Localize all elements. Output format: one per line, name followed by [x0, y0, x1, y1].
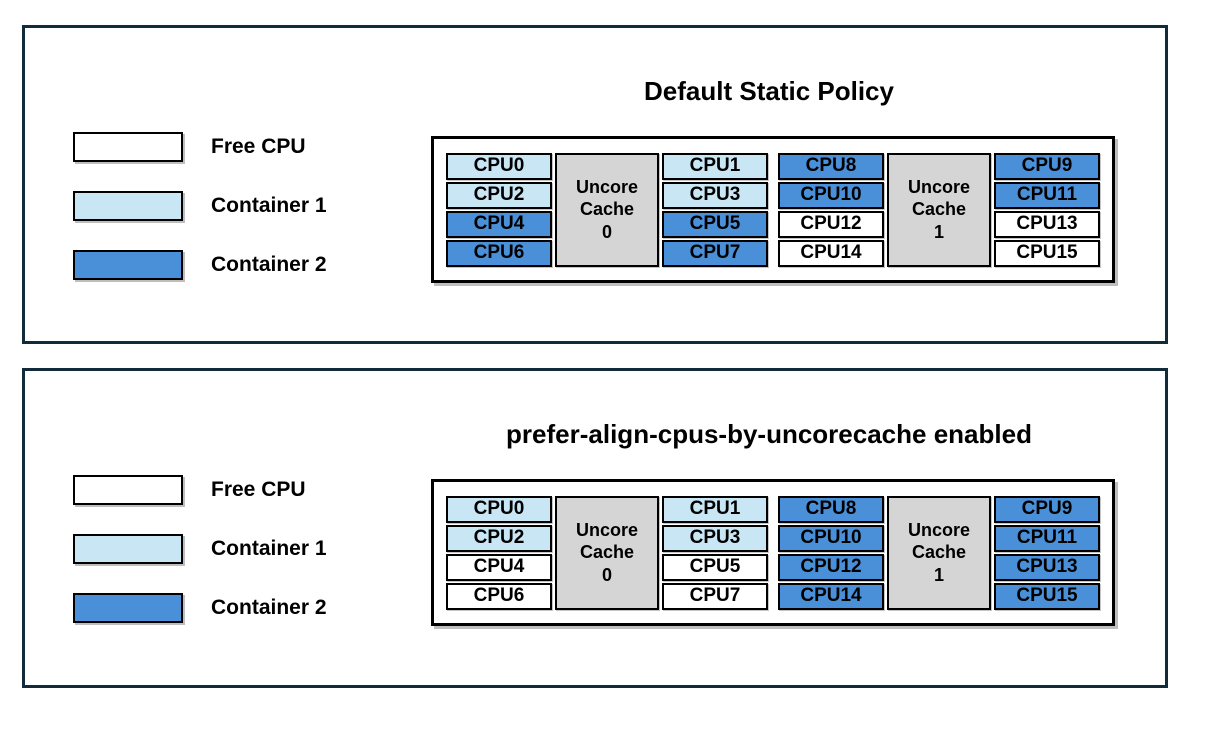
cpu-cell: CPU11 [994, 524, 1100, 552]
cpu-cell: CPU10 [778, 181, 884, 209]
cpu-cell: CPU0 [446, 495, 552, 523]
legend-label: Container 1 [211, 537, 327, 560]
cpu-cell: CPU14 [778, 239, 884, 267]
legend-item-container-1: Container 1 [73, 191, 327, 221]
cpu-column-left: CPU8 CPU10 CPU12 CPU14 [778, 152, 884, 267]
legend-label: Free CPU [211, 135, 306, 158]
legend-swatch-container-1 [73, 534, 183, 564]
cpu-cell: CPU15 [994, 239, 1100, 267]
cache-line: 0 [601, 221, 612, 242]
cpu-cell: CPU12 [778, 553, 884, 581]
cpu-cell: CPU15 [994, 582, 1100, 610]
cache-line: Uncore [907, 176, 970, 197]
uncore-cache-box-0: Uncore Cache 0 [555, 495, 659, 610]
cpu-cell: CPU8 [778, 495, 884, 523]
legend-item-container-2: Container 2 [73, 250, 327, 280]
cpu-cell: CPU8 [778, 152, 884, 180]
cpu-diagram: CPU0 CPU2 CPU4 CPU6 Uncore Cache 0 CPU1 … [431, 479, 1115, 626]
cpu-cell: CPU4 [446, 553, 552, 581]
legend-swatch-container-2 [73, 250, 183, 280]
cpu-column-right: CPU9 CPU11 CPU13 CPU15 [994, 495, 1100, 610]
cpu-cell: CPU13 [994, 553, 1100, 581]
cpu-cell: CPU3 [662, 524, 768, 552]
legend-label: Free CPU [211, 478, 306, 501]
cache-line: Cache [911, 199, 967, 220]
cpu-cell: CPU7 [662, 239, 768, 267]
cpu-cell: CPU6 [446, 239, 552, 267]
panel-title: Default Static Policy [644, 76, 894, 106]
legend-swatch-free-cpu [73, 132, 183, 162]
cache-line: 0 [601, 564, 612, 585]
legend-label: Container 2 [211, 596, 327, 619]
cache-line: Cache [579, 199, 635, 220]
cpu-cell: CPU11 [994, 181, 1100, 209]
cache-line: 1 [933, 221, 944, 242]
cpu-cell: CPU12 [778, 210, 884, 238]
uncore-cache-group-1: CPU8 CPU10 CPU12 CPU14 Uncore Cache 1 CP… [778, 495, 1100, 610]
cpu-cell: CPU9 [994, 152, 1100, 180]
cpu-cell: CPU5 [662, 553, 768, 581]
cache-line: Uncore [907, 519, 970, 540]
uncore-cache-box-0: Uncore Cache 0 [555, 152, 659, 267]
cpu-cell: CPU1 [662, 495, 768, 523]
cpu-column-right: CPU1 CPU3 CPU5 CPU7 [662, 152, 768, 267]
cpu-column-right: CPU1 CPU3 CPU5 CPU7 [662, 495, 768, 610]
cpu-cell: CPU13 [994, 210, 1100, 238]
cpu-column-left: CPU8 CPU10 CPU12 CPU14 [778, 495, 884, 610]
legend: Free CPU Container 1 Container 2 [73, 475, 327, 652]
uncore-cache-group-0: CPU0 CPU2 CPU4 CPU6 Uncore Cache 0 CPU1 … [446, 495, 768, 610]
panel-prefer-align-cpus-by-uncorecache: prefer-align-cpus-by-uncorecache enabled… [22, 368, 1168, 688]
cpu-column-left: CPU0 CPU2 CPU4 CPU6 [446, 495, 552, 610]
cpu-cell: CPU7 [662, 582, 768, 610]
legend-label: Container 1 [211, 194, 327, 217]
cpu-column-left: CPU0 CPU2 CPU4 CPU6 [446, 152, 552, 267]
cpu-cell: CPU6 [446, 582, 552, 610]
legend-swatch-container-2 [73, 593, 183, 623]
legend-swatch-container-1 [73, 191, 183, 221]
uncore-cache-box-1: Uncore Cache 1 [887, 152, 991, 267]
legend-swatch-free-cpu [73, 475, 183, 505]
cpu-cell: CPU10 [778, 524, 884, 552]
legend-item-free-cpu: Free CPU [73, 132, 327, 162]
cpu-cell: CPU2 [446, 524, 552, 552]
panel-title: prefer-align-cpus-by-uncorecache enabled [506, 419, 1032, 449]
uncore-cache-group-1: CPU8 CPU10 CPU12 CPU14 Uncore Cache 1 CP… [778, 152, 1100, 267]
cpu-diagram: CPU0 CPU2 CPU4 CPU6 Uncore Cache 0 CPU1 … [431, 136, 1115, 283]
uncore-cache-group-0: CPU0 CPU2 CPU4 CPU6 Uncore Cache 0 CPU1 … [446, 152, 768, 267]
cache-line: Cache [579, 542, 635, 563]
cpu-cell: CPU1 [662, 152, 768, 180]
cpu-cell: CPU3 [662, 181, 768, 209]
legend-label: Container 2 [211, 253, 327, 276]
cache-line: Cache [911, 542, 967, 563]
cpu-cell: CPU0 [446, 152, 552, 180]
cpu-cell: CPU4 [446, 210, 552, 238]
cache-line: 1 [933, 564, 944, 585]
cpu-column-right: CPU9 CPU11 CPU13 CPU15 [994, 152, 1100, 267]
cpu-cell: CPU9 [994, 495, 1100, 523]
cpu-cell: CPU2 [446, 181, 552, 209]
legend-item-container-1: Container 1 [73, 534, 327, 564]
legend-item-container-2: Container 2 [73, 593, 327, 623]
cpu-cell: CPU5 [662, 210, 768, 238]
legend: Free CPU Container 1 Container 2 [73, 132, 327, 309]
cache-line: Uncore [575, 176, 638, 197]
legend-item-free-cpu: Free CPU [73, 475, 327, 505]
uncore-cache-box-1: Uncore Cache 1 [887, 495, 991, 610]
panel-default-static-policy: Default Static Policy Free CPU Container… [22, 25, 1168, 344]
cache-line: Uncore [575, 519, 638, 540]
cpu-cell: CPU14 [778, 582, 884, 610]
